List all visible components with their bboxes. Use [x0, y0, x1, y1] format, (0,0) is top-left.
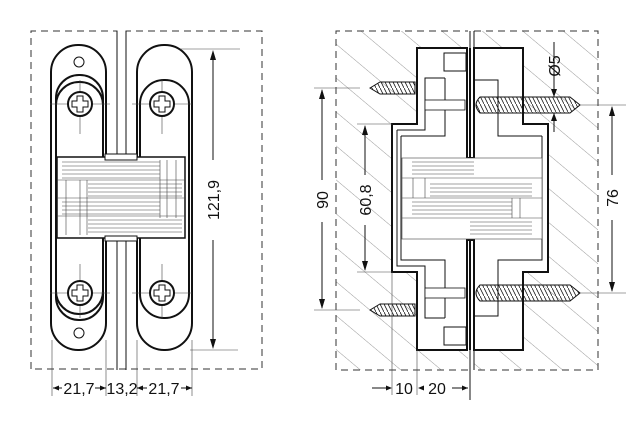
width-label: 21,7: [63, 381, 94, 398]
body-height-dimension: 60,8: [357, 123, 392, 273]
height-dimension: 121,9: [180, 48, 240, 351]
depth-label: 20: [428, 381, 446, 398]
adjustment-cam: [443, 326, 467, 346]
section-outline: [335, 30, 599, 371]
screw-spacing-76-dimension: 76: [580, 104, 626, 294]
screw-spacing-90-dimension: 90: [314, 87, 360, 311]
screw-diameter-dimension: Ø5: [547, 42, 564, 132]
adjustment-cam: [443, 52, 467, 72]
screw-icon: [50, 264, 110, 318]
section-view: 90 60,8 76 Ø5 10 20: [314, 30, 626, 400]
width-dimensions: 21,7 13,2 21,7: [51, 340, 193, 398]
screw-spacing-outer-label: 90: [315, 191, 332, 209]
screw-icon: [369, 284, 581, 317]
screw-spacing-inner-label: 76: [605, 189, 622, 207]
section-mechanism: [401, 157, 543, 240]
screw-icon: [369, 81, 581, 114]
screw-icon: [132, 264, 192, 318]
width-label: 13,2: [106, 381, 137, 398]
height-label: 121,9: [206, 180, 223, 220]
depth-label: 10: [395, 381, 413, 398]
width-label: 21,7: [148, 381, 179, 398]
hinge-mechanism: [56, 153, 186, 242]
front-view: 121,9 21,7 13,2 21,7: [30, 30, 263, 398]
mounting-hole: [73, 327, 85, 339]
screw-icon: [50, 80, 110, 134]
screw-diameter-label: Ø5: [547, 55, 564, 76]
body-height-label: 60,8: [358, 184, 375, 215]
screw-icon: [132, 80, 192, 134]
depth-dimensions: 10 20: [372, 272, 468, 398]
mounting-hole: [73, 56, 85, 68]
